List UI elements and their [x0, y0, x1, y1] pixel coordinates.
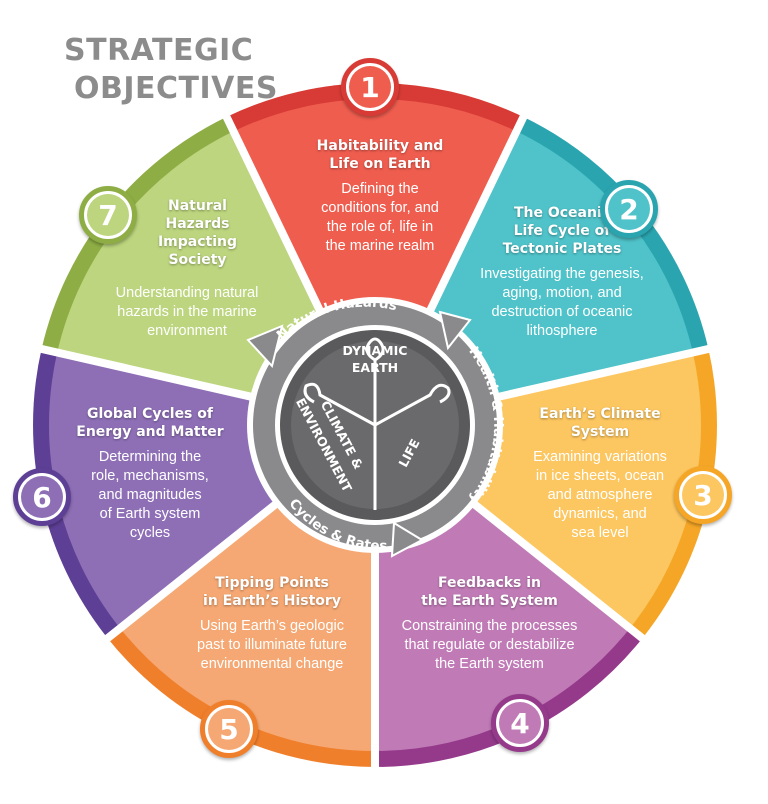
page-title: STRATEGIC OBJECTIVES [64, 32, 278, 108]
arrow-head [390, 521, 425, 558]
badge-2: 2 [600, 180, 658, 238]
objective-1-title: Habitability and Life on Earth [316, 138, 444, 172]
arrow-head [246, 324, 284, 369]
badge-1-number: 1 [349, 66, 391, 108]
objective-4-text: Feedbacks in the Earth System Constraini… [382, 574, 597, 674]
objective-3-description: Examining variations in ice sheets, ocea… [533, 449, 667, 541]
badge-3-number: 3 [682, 474, 724, 516]
puzzle-seam [374, 383, 451, 427]
puzzle-label-1: DYNAMIC [343, 343, 408, 358]
puzzle-seam [365, 337, 385, 425]
objective-4-description: Constraining the processes that regulate… [401, 618, 578, 672]
badge-1: 1 [341, 58, 399, 116]
objective-6-description: Determining the role, mechanisms, and ma… [91, 449, 209, 541]
badge-7-number: 7 [87, 194, 129, 236]
objective-1-segment [233, 99, 517, 425]
badge-5-number: 5 [208, 708, 250, 750]
puzzle-seam [303, 382, 376, 427]
objective-5-text: Tipping Points in Earth’s History Using … [162, 574, 382, 674]
objective-1-text: Habitability and Life on Earth Defining … [285, 137, 475, 256]
objective-5-title: Tipping Points in Earth’s History [203, 575, 341, 609]
badge-4-number: 4 [499, 702, 541, 744]
badge-2-number: 2 [608, 188, 650, 230]
objective-6-title: Global Cycles of Energy and Matter [76, 406, 224, 440]
arrow-head [438, 310, 472, 351]
badge-5: 5 [200, 700, 258, 758]
badge-7: 7 [79, 186, 137, 244]
objective-7-title-block: Natural Hazards Impacting Society [150, 197, 245, 276]
page-title-line-2: OBJECTIVES [74, 71, 278, 106]
objective-2-text: The Oceanic Life Cycle of Tectonic Plate… [462, 204, 662, 341]
objective-2-title: The Oceanic Life Cycle of Tectonic Plate… [502, 205, 622, 257]
badge-6-number: 6 [21, 476, 63, 518]
objective-7-text: Understanding natural hazards in the mar… [92, 284, 282, 341]
badge-6: 6 [13, 468, 71, 526]
objective-3-text: Earth’s Climate System Examining variati… [515, 405, 685, 543]
objective-6-text: Global Cycles of Energy and Matter Deter… [60, 405, 240, 543]
objective-3-title: Earth’s Climate System [539, 406, 661, 440]
page-title-line-1: STRATEGIC [64, 33, 254, 68]
objective-2-description: Investigating the genesis, aging, motion… [480, 266, 644, 339]
puzzle-label-2: EARTH [352, 360, 398, 375]
badge-3: 3 [674, 466, 732, 524]
objective-4-title: Feedbacks in the Earth System [421, 575, 558, 609]
objective-1-description: Defining the conditions for, and the rol… [321, 181, 439, 254]
objective-7-description: Understanding natural hazards in the mar… [115, 285, 259, 339]
objective-7-title: Natural Hazards Impacting Society [157, 198, 238, 268]
objective-5-description: Using Earth’s geologic past to illuminat… [197, 618, 347, 672]
badge-4: 4 [491, 694, 549, 752]
